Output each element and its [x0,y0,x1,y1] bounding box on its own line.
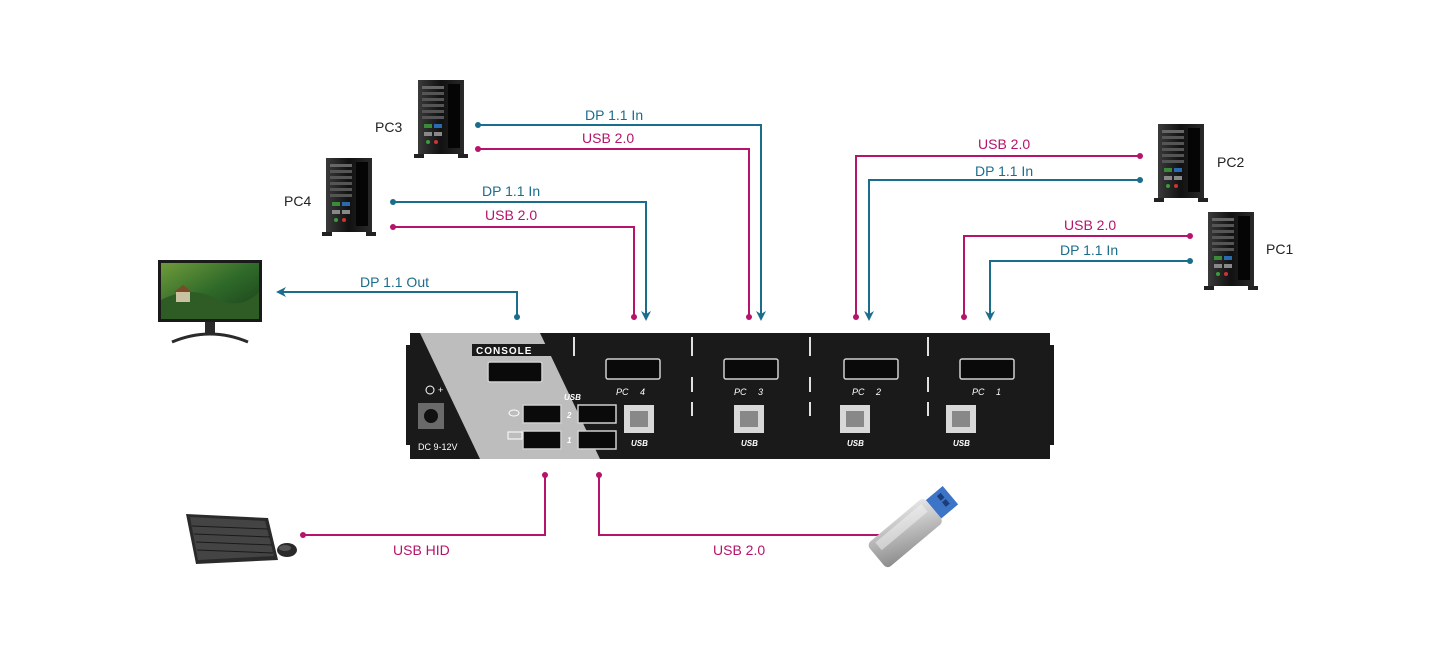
pc2-usb-label: USB 2.0 [978,136,1030,152]
pc1-number: 1 [996,387,1001,397]
svg-text:+: + [438,385,443,395]
mouse-icon [508,409,520,417]
pc2-tower-icon [1154,124,1208,202]
pc4-label: PC4 [284,193,311,209]
usb-hid-label: USB HID [393,542,450,558]
pc4-number: 4 [640,387,645,397]
keyboard-small-icon [507,431,523,440]
console-usb-a-port [522,430,562,450]
pc4-usb-label: USB [631,439,648,448]
port-dividers [573,337,929,416]
console-usb-a-port [577,430,617,450]
pc1-dp-link [985,258,1193,321]
monitor-icon [158,260,262,344]
console-dp-port [487,361,543,383]
pc2-usb-label: USB [847,439,864,448]
dp-out-label: DP 1.1 Out [360,274,429,290]
pc2-prefix: PC [852,387,865,397]
pc4-prefix: PC [616,387,629,397]
power-jack-icon: + [418,385,444,429]
usb-flash-drive-icon [868,485,959,568]
pc4-tower-icon [322,158,376,236]
port-num-2: 2 [566,411,572,420]
pc4-dp-link [390,199,651,321]
usb-flash-link [596,472,886,538]
pc2-dp-label: DP 1.1 In [975,163,1033,179]
console-label: CONSOLE [476,346,532,357]
pc2-usb-link [853,153,1143,320]
pc1-tower-icon [1204,212,1258,290]
dp-out-link [276,287,520,320]
usb-header-label: USB [564,393,581,402]
pc4-usb-label: USB 2.0 [485,207,537,223]
pc4-dp-port [605,358,661,380]
pc4-dp-label: DP 1.1 In [482,183,540,199]
pc1-prefix: PC [972,387,985,397]
pc2-label: PC2 [1217,154,1244,170]
pc1-usb-label: USB 2.0 [1064,217,1116,233]
pc3-usb-label: USB [741,439,758,448]
pc1-dp-label: DP 1.1 In [1060,242,1118,258]
pc1-label: PC1 [1266,241,1293,257]
keyboard-mouse-icon [186,514,297,564]
pc3-dp-link [475,122,766,321]
pc4-usb-link [390,224,637,320]
pc3-usb-label: USB 2.0 [582,130,634,146]
kvm-rear-panel: CONSOLE USB 2 1 + DC 9-12V PC 4 USB [406,333,1054,459]
console-usb-a-port [577,404,617,424]
pc2-dp-port [843,358,899,380]
pc3-number: 3 [758,387,763,397]
pc2-dp-link [864,177,1143,321]
pc1-usb-link [961,233,1193,320]
pc3-prefix: PC [734,387,747,397]
pc1-usb-label: USB [953,439,970,448]
usb-flash-label: USB 2.0 [713,542,765,558]
console-usb-a-port [522,404,562,424]
pc3-tower-icon [414,80,468,158]
pc3-label: PC3 [375,119,402,135]
pc3-dp-label: DP 1.1 In [585,107,643,123]
pc1-dp-port [959,358,1015,380]
pc3-usb-link [475,146,752,320]
port-num-1: 1 [567,436,572,445]
usb-hid-link [300,472,548,538]
power-label: DC 9-12V [418,442,458,452]
pc3-dp-port [723,358,779,380]
pc2-number: 2 [875,387,881,397]
